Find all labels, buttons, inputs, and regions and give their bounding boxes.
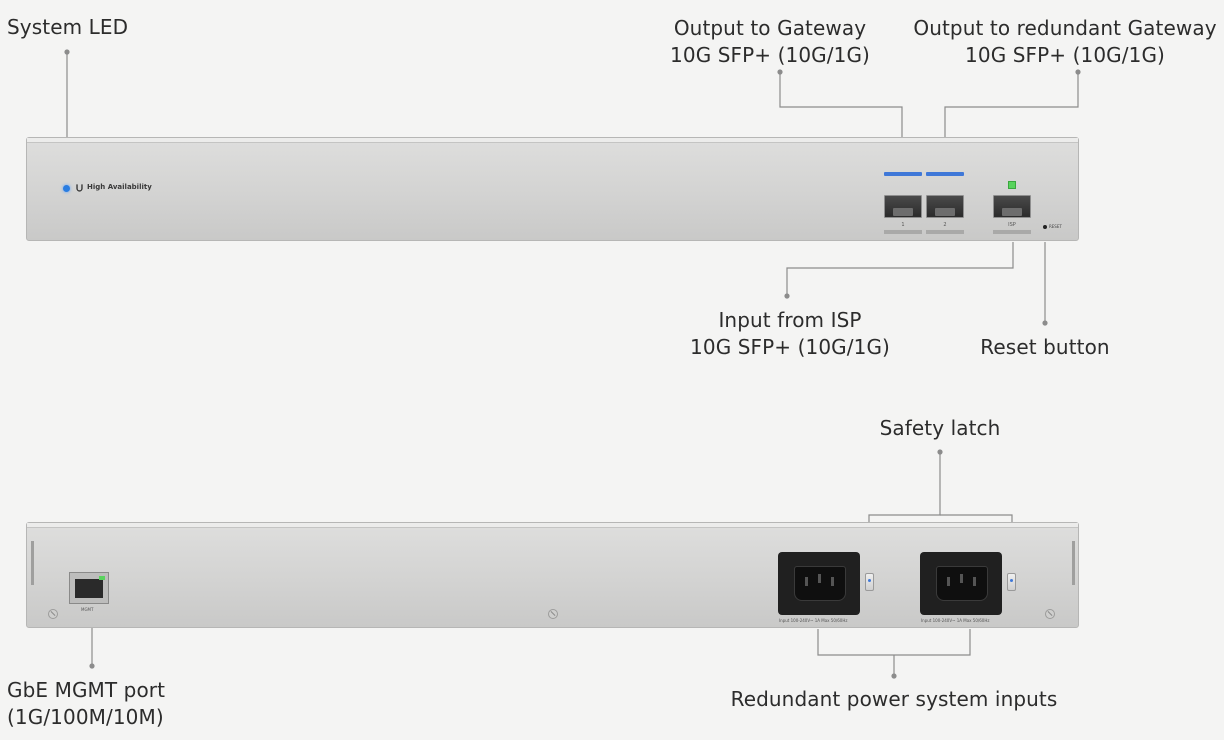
screw-icon: [48, 609, 58, 619]
power-input-1-label: Input 100-240V~ 1A Max 50/60Hz: [779, 618, 848, 623]
callout-line: 10G SFP+ (10G/1G): [690, 335, 890, 359]
rear-vent-left: [31, 541, 34, 585]
sfp-port-1-label: 1: [901, 222, 905, 228]
rear-vent-right: [1072, 541, 1075, 585]
callout-line: Redundant power system inputs: [730, 687, 1058, 711]
power-socket: [936, 566, 988, 601]
device-rear-panel: MGMT Input 100-240V~ 1A Max 50/60Hz Inpu…: [26, 522, 1079, 628]
mgmt-label: MGMT: [81, 607, 94, 612]
power-input-1[interactable]: [778, 552, 860, 615]
callout-line: Input from ISP: [718, 308, 862, 332]
brand-logo-icon: [76, 184, 83, 192]
leader-dot-mgmt: [89, 663, 95, 669]
port2-status-led: [926, 172, 964, 176]
callout-line: System LED: [7, 15, 129, 39]
leader-dot-power: [891, 673, 897, 679]
callout-reset: Reset button: [965, 334, 1125, 361]
safety-latch-2[interactable]: [1007, 573, 1016, 591]
leader-output-gateway: [779, 72, 903, 137]
power-pin: [960, 574, 963, 583]
sfp-port-2-label: 2: [943, 222, 947, 228]
leader-dot-safety-latch: [937, 449, 943, 455]
sfp-port-isp[interactable]: [993, 195, 1031, 218]
sfp-port-2[interactable]: [926, 195, 964, 218]
power-socket: [794, 566, 846, 601]
callout-line: Safety latch: [879, 416, 1001, 440]
callout-line: GbE MGMT port: [7, 678, 166, 702]
isp-status-led: [1008, 181, 1016, 189]
reset-button[interactable]: [1043, 225, 1047, 229]
power-pin: [818, 574, 821, 583]
mgmt-port[interactable]: [69, 572, 109, 604]
port1-status-led: [884, 172, 922, 176]
power-pin: [805, 577, 808, 586]
power-input-2-label: Input 100-240V~ 1A Max 50/60Hz: [921, 618, 990, 623]
reset-label: RESET: [1049, 224, 1062, 229]
callout-safety-latch: Safety latch: [860, 415, 1020, 442]
screw-icon: [1045, 609, 1055, 619]
safety-latch-1[interactable]: [865, 573, 874, 591]
sfp-port-1-strip: [884, 230, 922, 234]
system-led: [63, 185, 70, 192]
mgmt-port-led: [99, 576, 105, 580]
leader-dot-reset: [1042, 320, 1048, 326]
callout-power-inputs: Redundant power system inputs: [710, 686, 1078, 713]
leader-output-redundant: [944, 72, 1079, 137]
callout-line: 10G SFP+ (10G/1G): [965, 43, 1165, 67]
screw-icon: [548, 609, 558, 619]
leader-dot-system-led: [64, 49, 70, 55]
callout-line: 10G SFP+ (10G/1G): [670, 43, 870, 67]
sfp-port-isp-strip: [993, 230, 1031, 234]
sfp-port-2-strip: [926, 230, 964, 234]
callout-line: Output to Gateway: [673, 16, 867, 40]
callout-line: Output to redundant Gateway: [913, 16, 1217, 40]
sfp-port-isp-label: ISP: [1008, 222, 1016, 228]
callout-output-redundant: Output to redundant Gateway 10G SFP+ (10…: [906, 15, 1224, 69]
power-pin: [831, 577, 834, 586]
leader-dot-output-redundant: [1075, 69, 1081, 75]
callout-input-isp: Input from ISP 10G SFP+ (10G/1G): [690, 307, 890, 361]
power-input-2[interactable]: [920, 552, 1002, 615]
mgmt-port-socket: [75, 579, 103, 598]
leader-power: [817, 629, 971, 656]
callout-mgmt-port: GbE MGMT port (1G/100M/10M): [7, 677, 165, 731]
brand-label: High Availability: [87, 183, 152, 191]
power-pin: [973, 577, 976, 586]
callout-output-gateway: Output to Gateway 10G SFP+ (10G/1G): [670, 15, 870, 69]
leader-dot-output-gateway: [777, 69, 783, 75]
callout-line: Reset button: [980, 335, 1110, 359]
callout-system-led: System LED: [7, 14, 128, 41]
sfp-port-1[interactable]: [884, 195, 922, 218]
leader-input-isp: [786, 242, 1014, 296]
leader-dot-input-isp: [784, 293, 790, 299]
power-pin: [947, 577, 950, 586]
callout-line: (1G/100M/10M): [7, 705, 164, 729]
device-front-panel: High Availability 1 2 ISP RESET: [26, 137, 1079, 241]
